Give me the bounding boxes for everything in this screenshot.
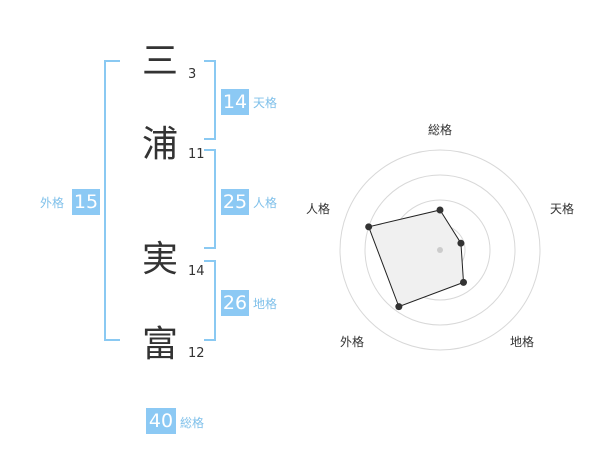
stroke-count-2: 11 — [188, 147, 205, 162]
radar-center-dot — [437, 247, 443, 253]
stroke-count-3: 14 — [188, 264, 205, 279]
name-char-3: 実 — [141, 239, 178, 280]
chikaku-value-badge: 26 — [221, 290, 249, 316]
radar-point — [395, 303, 403, 311]
name-char-4: 富 — [141, 324, 178, 365]
soukaku-value-badge: 40 — [146, 408, 176, 434]
name-char-1: 三 — [141, 41, 178, 82]
radar-axis-label-jinkaku: 人格 — [306, 202, 331, 216]
radar-ring — [364, 174, 516, 326]
stroke-count-4: 12 — [188, 346, 205, 361]
radar-point — [460, 278, 468, 286]
tenkaku-bracket — [204, 60, 216, 140]
radar-point — [457, 239, 465, 247]
name-char-2: 浦 — [141, 124, 178, 165]
stroke-count-1: 3 — [188, 67, 197, 82]
gaikaku-value-badge: 15 — [72, 189, 100, 215]
tenkaku-value-badge: 14 — [221, 89, 249, 115]
gaikaku-bracket — [104, 60, 120, 341]
tenkaku-label: 天格 — [253, 96, 278, 110]
radar-ring — [339, 149, 541, 351]
jinkaku-bracket — [204, 149, 216, 249]
radar-point — [365, 223, 373, 231]
soukaku-label: 総格 — [180, 416, 205, 430]
chikaku-label: 地格 — [253, 297, 278, 311]
radar-point — [436, 206, 444, 214]
radar-axis-label-soukaku: 総格 — [428, 123, 453, 137]
radar-axis-label-gaikaku: 外格 — [340, 335, 365, 349]
jinkaku-value-badge: 25 — [221, 189, 249, 215]
gaikaku-label: 外格 — [40, 196, 65, 210]
radar-axis-label-chikaku: 地格 — [510, 335, 535, 349]
radar-polygon — [368, 209, 465, 308]
chikaku-bracket — [204, 260, 216, 341]
radar-axis-label-tenkaku: 天格 — [550, 202, 575, 216]
jinkaku-label: 人格 — [253, 196, 278, 210]
